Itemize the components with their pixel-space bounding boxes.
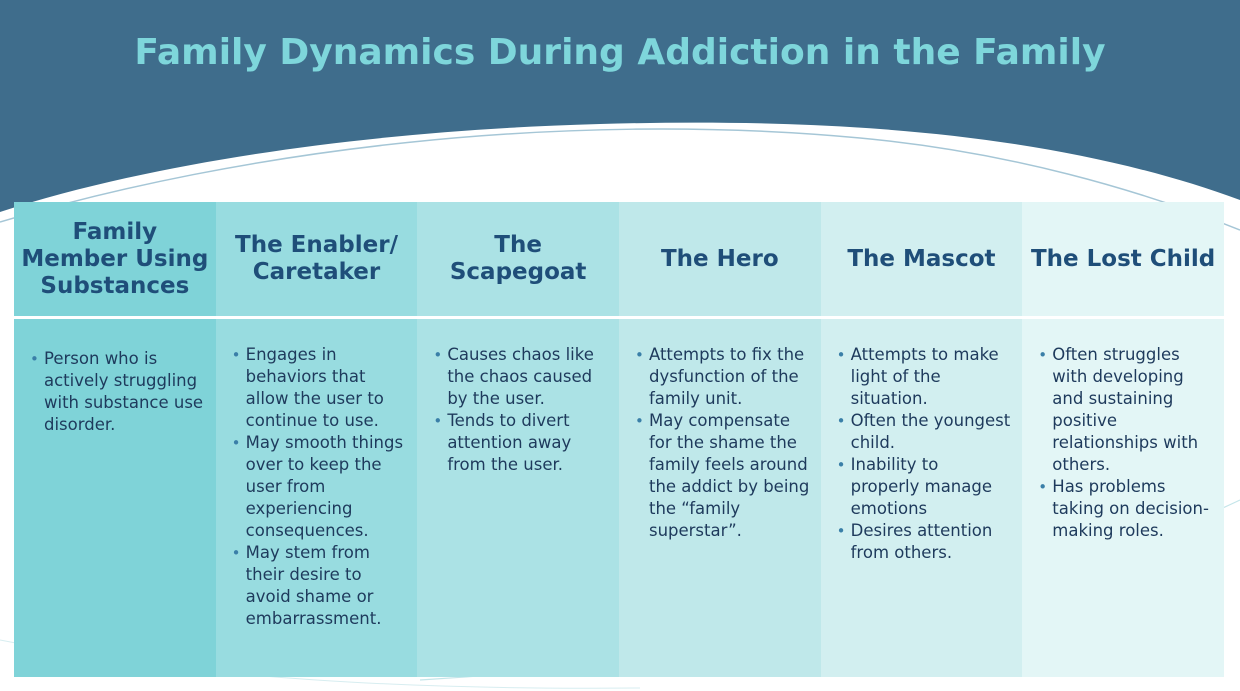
column-heading: The Mascot (820, 202, 1023, 319)
list-item: Engages in behaviors that allow the user… (232, 344, 408, 432)
column-body: Engages in behaviors that allow the user… (215, 319, 418, 677)
list-item: Desires attention from others. (837, 520, 1013, 564)
column-heading: The Enabler/ Caretaker (215, 202, 418, 319)
column-body: Attempts to make light of the situation.… (820, 319, 1023, 677)
column-hero: The Hero Attempts to fix the dysfunction… (618, 202, 821, 677)
list-item: Attempts to make light of the situation. (837, 344, 1013, 410)
column-mascot: The Mascot Attempts to make light of the… (820, 202, 1023, 677)
list-item: Attempts to fix the dysfunction of the f… (635, 344, 811, 410)
list-item: Often the youngest child. (837, 410, 1013, 454)
column-body: Often struggles with developing and sust… (1022, 319, 1224, 677)
list-item: Has problems taking on decision-making r… (1038, 476, 1214, 542)
list-item: May smooth things over to keep the user … (232, 432, 408, 542)
list-item: Tends to divert attention away from the … (433, 410, 609, 476)
bullet-list: Person who is actively struggling with s… (30, 348, 206, 436)
list-item: Causes chaos like the chaos caused by th… (433, 344, 609, 410)
column-lost-child: The Lost Child Often struggles with deve… (1022, 202, 1224, 677)
column-enabler: The Enabler/ Caretaker Engages in behavi… (215, 202, 418, 677)
slide-title: Family Dynamics During Addiction in the … (134, 32, 1106, 73)
decorative-curve (0, 128, 1240, 231)
bullet-list: Engages in behaviors that allow the user… (232, 344, 408, 630)
list-item: May stem from their desire to avoid sham… (232, 542, 408, 630)
column-body: Causes chaos like the chaos caused by th… (417, 319, 619, 677)
bullet-list: Causes chaos like the chaos caused by th… (433, 344, 609, 476)
bullet-list: Attempts to make light of the situation.… (837, 344, 1013, 564)
column-body: Attempts to fix the dysfunction of the f… (618, 319, 821, 677)
column-body: Person who is actively struggling with s… (14, 319, 216, 677)
list-item: Person who is actively struggling with s… (30, 348, 206, 436)
list-item: Often struggles with developing and sust… (1038, 344, 1214, 476)
column-scapegoat: The Scapegoat Causes chaos like the chao… (417, 202, 619, 677)
list-item: Inability to properly manage emotions (837, 454, 1013, 520)
bullet-list: Attempts to fix the dysfunction of the f… (635, 344, 811, 542)
bullet-list: Often struggles with developing and sust… (1038, 344, 1214, 542)
family-roles-table: Family Member Using Substances Person wh… (14, 202, 1224, 677)
column-heading: The Scapegoat (417, 202, 619, 319)
column-heading: The Hero (618, 202, 821, 319)
list-item: May compensate for the shame the family … (635, 410, 811, 542)
column-heading: The Lost Child (1022, 202, 1224, 319)
column-family-member: Family Member Using Substances Person wh… (14, 202, 216, 677)
column-heading: Family Member Using Substances (14, 202, 216, 319)
header-wave (0, 0, 1240, 212)
